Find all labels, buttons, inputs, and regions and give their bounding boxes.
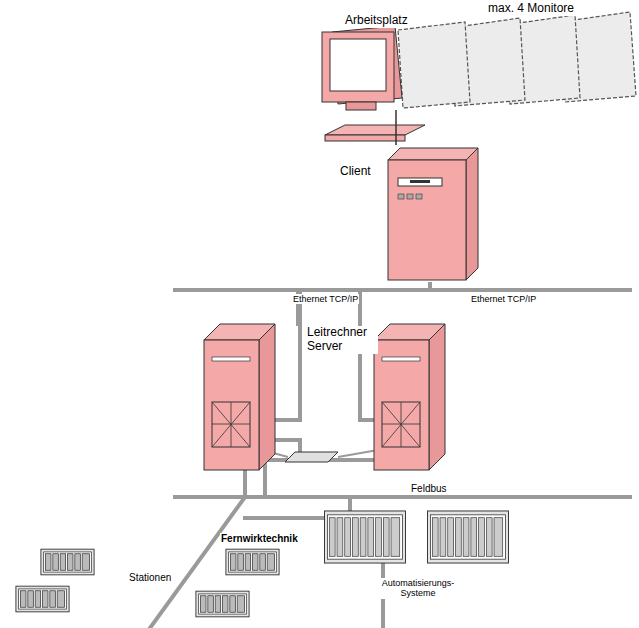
region-title: Fernwirktechnik xyxy=(220,533,299,545)
node-title: Automatisierungs- Systeme xyxy=(362,578,474,599)
node-title: Leitrechner Server xyxy=(306,326,378,354)
bus-label: Ethernet TCP/IP xyxy=(292,294,359,304)
automation-systems: Automatisierungs- Systeme xyxy=(318,505,516,613)
monitor-count-note: max. 4 Monitore xyxy=(487,2,575,16)
workstation-monitor: Arbeitsplatz xyxy=(318,14,418,110)
bus-label: Feldbus xyxy=(410,483,448,495)
network-link xyxy=(396,110,397,145)
telecontrol-region: FernwirktechnikStationen xyxy=(120,515,390,628)
node-title: Client xyxy=(339,165,372,179)
client-computer: Client xyxy=(335,145,480,282)
region-subtitle: Stationen xyxy=(128,572,172,584)
bus-label: Ethernet TCP/IP xyxy=(470,294,537,304)
server-pair: Leitrechner Server xyxy=(200,322,372,472)
node-title: Arbeitsplatz xyxy=(344,14,409,28)
link-line xyxy=(395,110,397,145)
